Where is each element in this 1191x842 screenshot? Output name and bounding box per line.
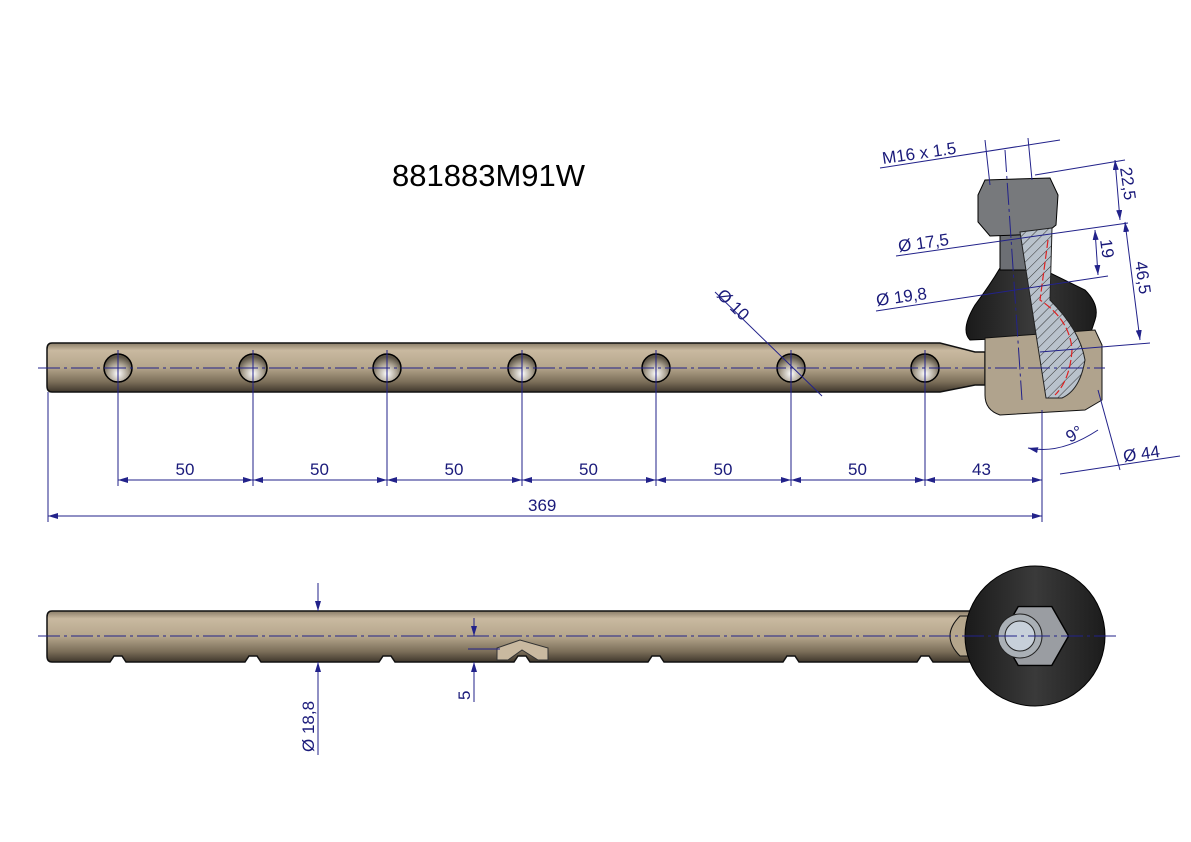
dim-rod-diameter: Ø 18,8 [299, 701, 318, 752]
part-number-title: 881883M91W [392, 158, 586, 193]
bottom-dimensions: Ø 18,8 5 [299, 583, 500, 755]
dim-spacing: 50 [176, 460, 195, 479]
castle-nut [977, 177, 1059, 237]
top-view [38, 149, 1105, 416]
dim-hole-diameter: Ø 10 [713, 285, 753, 324]
dim-spacing: 50 [579, 460, 598, 479]
dim-stud-diameter: Ø 17,5 [897, 230, 950, 256]
dim-angle: 9° [1063, 422, 1087, 447]
section-hatch [1019, 227, 1086, 399]
top-dimensions: 50 50 50 50 50 50 43 369 Ø 10 M16 x 1.5 Ø 17,… [47, 137, 1181, 522]
dim-thread: M16 x 1.5 [881, 139, 958, 168]
dim-spacing: 50 [445, 460, 464, 479]
dim-taper-diameter: Ø 19,8 [875, 284, 928, 310]
dim-end-offset: 43 [972, 460, 991, 479]
dim-spacing: 50 [310, 460, 329, 479]
section-line-red [1039, 239, 1073, 396]
dim-nut-height: 22,5 [1116, 166, 1139, 201]
bottom-view [38, 565, 1118, 707]
notch-section-hatch [496, 639, 549, 661]
dim-spacing: 50 [848, 460, 867, 479]
dim-overall-length: 369 [528, 496, 556, 515]
dim-boot-diameter: Ø 44 [1122, 442, 1161, 466]
dim-spacing: 50 [714, 460, 733, 479]
dim-stud-height: 46,5 [1131, 260, 1154, 295]
dim-notch-depth: 5 [455, 691, 474, 700]
dim-taper-length: 19 [1096, 238, 1117, 259]
